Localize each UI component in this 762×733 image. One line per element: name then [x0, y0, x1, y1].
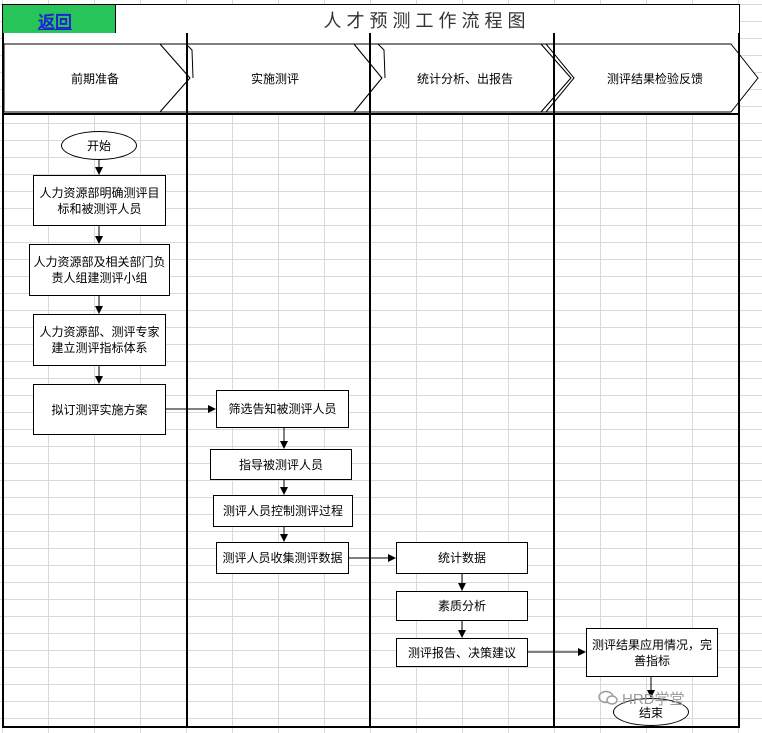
step-control-process: 测评人员控制测评过程 [213, 495, 353, 527]
step-form-team: 人力资源部及相关部门负责人组建测评小组 [29, 244, 170, 296]
step-statistics: 统计数据 [396, 542, 528, 574]
watermark-text: HRD学堂 [622, 691, 685, 708]
start-node: 开始 [61, 131, 137, 160]
step-apply-results: 测评结果应用情况，完善指标 [586, 628, 718, 677]
lane-border-left [2, 33, 4, 728]
back-link[interactable]: 返回 [38, 13, 72, 33]
end-node: 结束 [613, 698, 689, 726]
wechat-icon [598, 690, 618, 705]
step-define-targets: 人力资源部明确测评目标和被测评人员 [33, 175, 166, 226]
stage-chevron-4 [539, 43, 759, 113]
lane-divider-3 [553, 33, 555, 728]
step-report: 测评报告、决策建议 [396, 638, 528, 667]
lane-border-right [738, 33, 740, 728]
step-guide: 指导被测评人员 [210, 449, 352, 480]
stage-label-feedback: 测评结果检验反馈 [606, 72, 703, 86]
step-screen-notify: 筛选告知被测评人员 [216, 390, 349, 428]
stage-label-analysis: 统计分析、出报告 [416, 72, 513, 86]
stage-label-implement: 实施测评 [250, 72, 299, 86]
page-title: 人才预测工作流程图 [323, 11, 531, 32]
lane-divider-2 [369, 33, 371, 728]
step-quality-analysis: 素质分析 [396, 591, 528, 621]
back-cell: 返回 [3, 5, 116, 33]
title-bar: 返回 人才预测工作流程图 [2, 4, 740, 34]
step-build-index: 人力资源部、测评专家建立测评指标体系 [33, 314, 166, 366]
lane-border-bottom [2, 726, 740, 728]
step-draft-plan: 拟订测评实施方案 [33, 384, 166, 435]
stage-label-prep: 前期准备 [70, 72, 119, 86]
lane-divider-1 [186, 33, 188, 728]
step-collect-data: 测评人员收集测评数据 [216, 542, 349, 574]
